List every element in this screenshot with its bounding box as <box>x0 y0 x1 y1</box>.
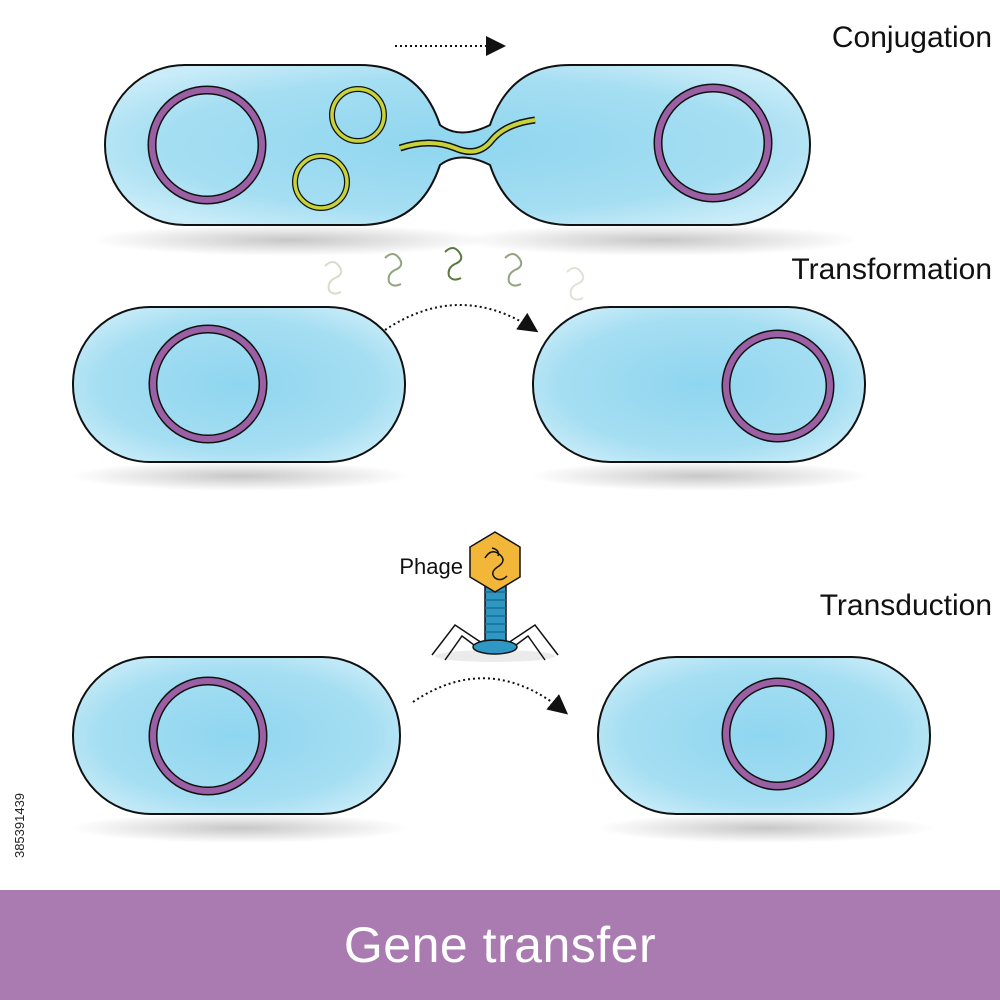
cell-shadow <box>70 813 410 843</box>
footer: Gene transfer <box>0 890 1000 1000</box>
phage-dna <box>484 547 508 581</box>
dna-fragment <box>384 253 403 287</box>
stock-id: 385391439 <box>2 765 38 885</box>
recipient-chromosome <box>655 85 771 201</box>
donor-cell <box>72 306 406 463</box>
phage <box>431 531 559 662</box>
phage-baseplate <box>472 639 518 655</box>
conjugation-label: Conjugation <box>832 21 992 54</box>
cell-shadow <box>530 461 870 491</box>
plasmid <box>293 154 349 210</box>
transduction-section: Phage Transduction <box>70 531 992 843</box>
stock-id-text: 385391439 <box>12 792 28 858</box>
transduction-label: Transduction <box>820 589 992 622</box>
transfer-direction-arrow <box>412 677 569 715</box>
transfer-direction-arrow <box>384 304 539 333</box>
recipient-chromosome <box>723 331 833 441</box>
footer-title: Gene transfer <box>343 917 657 973</box>
recipient-cell <box>597 656 931 815</box>
transformation-label: Transformation <box>791 253 992 286</box>
dna-fragment <box>504 253 523 287</box>
donor-chromosome <box>150 678 266 794</box>
conjugation-section: Conjugation <box>90 21 992 256</box>
transformation-section: Transformation <box>70 247 992 491</box>
cell-shadow <box>460 224 860 256</box>
dna-fragment <box>566 267 585 301</box>
donor-chromosome <box>150 326 266 442</box>
free-dna-fragments <box>324 247 585 301</box>
conjugating-cells <box>104 64 811 226</box>
cell-shadow <box>595 813 935 843</box>
cell-shadow <box>90 224 490 256</box>
phage-shadow <box>435 650 555 662</box>
recipient-cell <box>532 306 866 463</box>
phage-label: Phage <box>399 554 463 579</box>
dna-fragment <box>324 261 343 295</box>
donor-cell <box>72 656 401 815</box>
transferred-dna-strand <box>399 118 536 154</box>
dna-fragment <box>444 247 463 281</box>
plasmid <box>330 87 386 143</box>
phage-tail-fibers <box>431 623 559 661</box>
donor-chromosome <box>149 87 265 203</box>
footer-band <box>0 890 1000 1000</box>
recipient-chromosome <box>723 679 833 789</box>
phage-head <box>469 531 521 593</box>
cell-shadow <box>70 461 410 491</box>
